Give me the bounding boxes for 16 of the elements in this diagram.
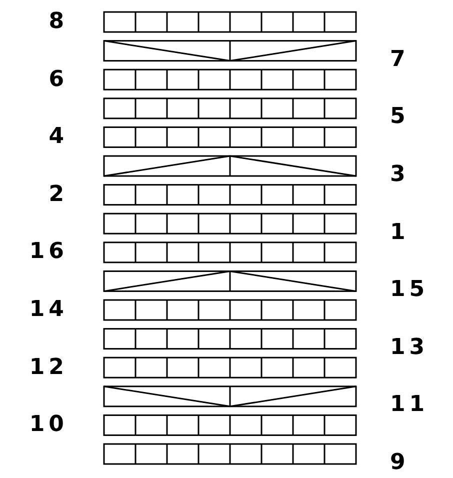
row-number: 16 bbox=[29, 241, 68, 264]
row-number: 9 bbox=[390, 452, 410, 474]
row-number: 6 bbox=[48, 68, 68, 91]
row-number: 10 bbox=[29, 414, 68, 436]
row-number: 5 bbox=[390, 106, 410, 128]
row-number: 3 bbox=[390, 164, 410, 186]
row-number: 1 bbox=[390, 222, 410, 244]
row-number: 15 bbox=[390, 279, 429, 302]
row-number: 7 bbox=[390, 48, 410, 71]
row-number: 11 bbox=[390, 394, 429, 416]
row-number: 2 bbox=[48, 184, 68, 206]
row-number: 8 bbox=[48, 11, 68, 33]
row-number: 12 bbox=[29, 356, 68, 379]
row-number: 4 bbox=[48, 126, 68, 148]
row-number: 13 bbox=[390, 336, 429, 359]
row-number: 14 bbox=[29, 299, 68, 321]
